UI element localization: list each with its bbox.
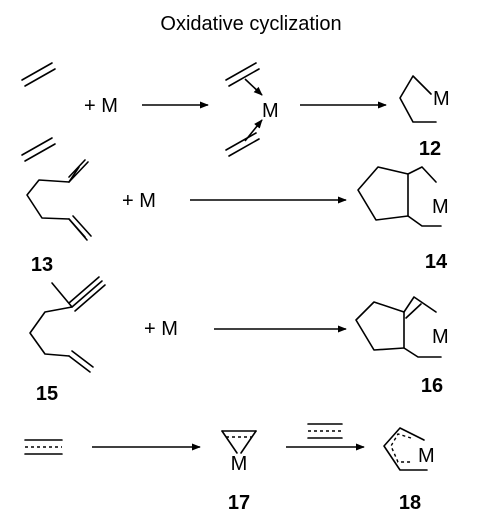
scheme-title: Oxidative cyclization bbox=[160, 13, 341, 35]
reaction-row-1: + M M M 12 bbox=[21, 62, 450, 162]
reaction-row-3: 15 + M M 16 bbox=[29, 276, 449, 405]
alkyne-reactant bbox=[24, 439, 63, 455]
reaction-row-4: M 17 M 18 bbox=[24, 423, 435, 514]
compound-label-12: 12 bbox=[419, 138, 441, 160]
pi-complex-intermediate: M bbox=[225, 62, 279, 157]
enyne-15 bbox=[29, 276, 106, 373]
metallacyclopentadiene-18: M bbox=[383, 427, 435, 471]
product-metal-label-12: M bbox=[433, 88, 450, 110]
product-metal-label-16: M bbox=[432, 326, 449, 348]
reagent-label-3: + M bbox=[144, 318, 178, 340]
bicyclic-metallacycle-14: M bbox=[357, 166, 449, 227]
compound-label-16: 16 bbox=[421, 375, 443, 397]
compound-label-13: 13 bbox=[31, 254, 53, 276]
reaction-row-2: 13 + M M 14 bbox=[26, 159, 449, 276]
product-metal-label-18: M bbox=[418, 445, 435, 467]
reagent-label-2: + M bbox=[122, 190, 156, 212]
octadiene-13 bbox=[26, 159, 92, 241]
product-metal-label-14: M bbox=[432, 196, 449, 218]
compound-label-15: 15 bbox=[36, 383, 58, 405]
ethylene-bottom bbox=[21, 137, 56, 162]
alkyne-reagent bbox=[307, 423, 343, 439]
metallacyclopentane-12: M bbox=[399, 75, 450, 123]
intermediate-metal-label-17: M bbox=[231, 453, 248, 475]
intermediate-metal-label-1: M bbox=[262, 100, 279, 122]
reagent-label-1: + M bbox=[84, 95, 118, 117]
compound-label-14: 14 bbox=[425, 251, 448, 273]
ethylene-top bbox=[21, 62, 56, 87]
metallacyclopropene-17: M bbox=[221, 430, 257, 475]
compound-label-17: 17 bbox=[228, 492, 250, 514]
bicyclic-metallacycle-16: M bbox=[355, 296, 449, 358]
compound-label-18: 18 bbox=[399, 492, 421, 514]
